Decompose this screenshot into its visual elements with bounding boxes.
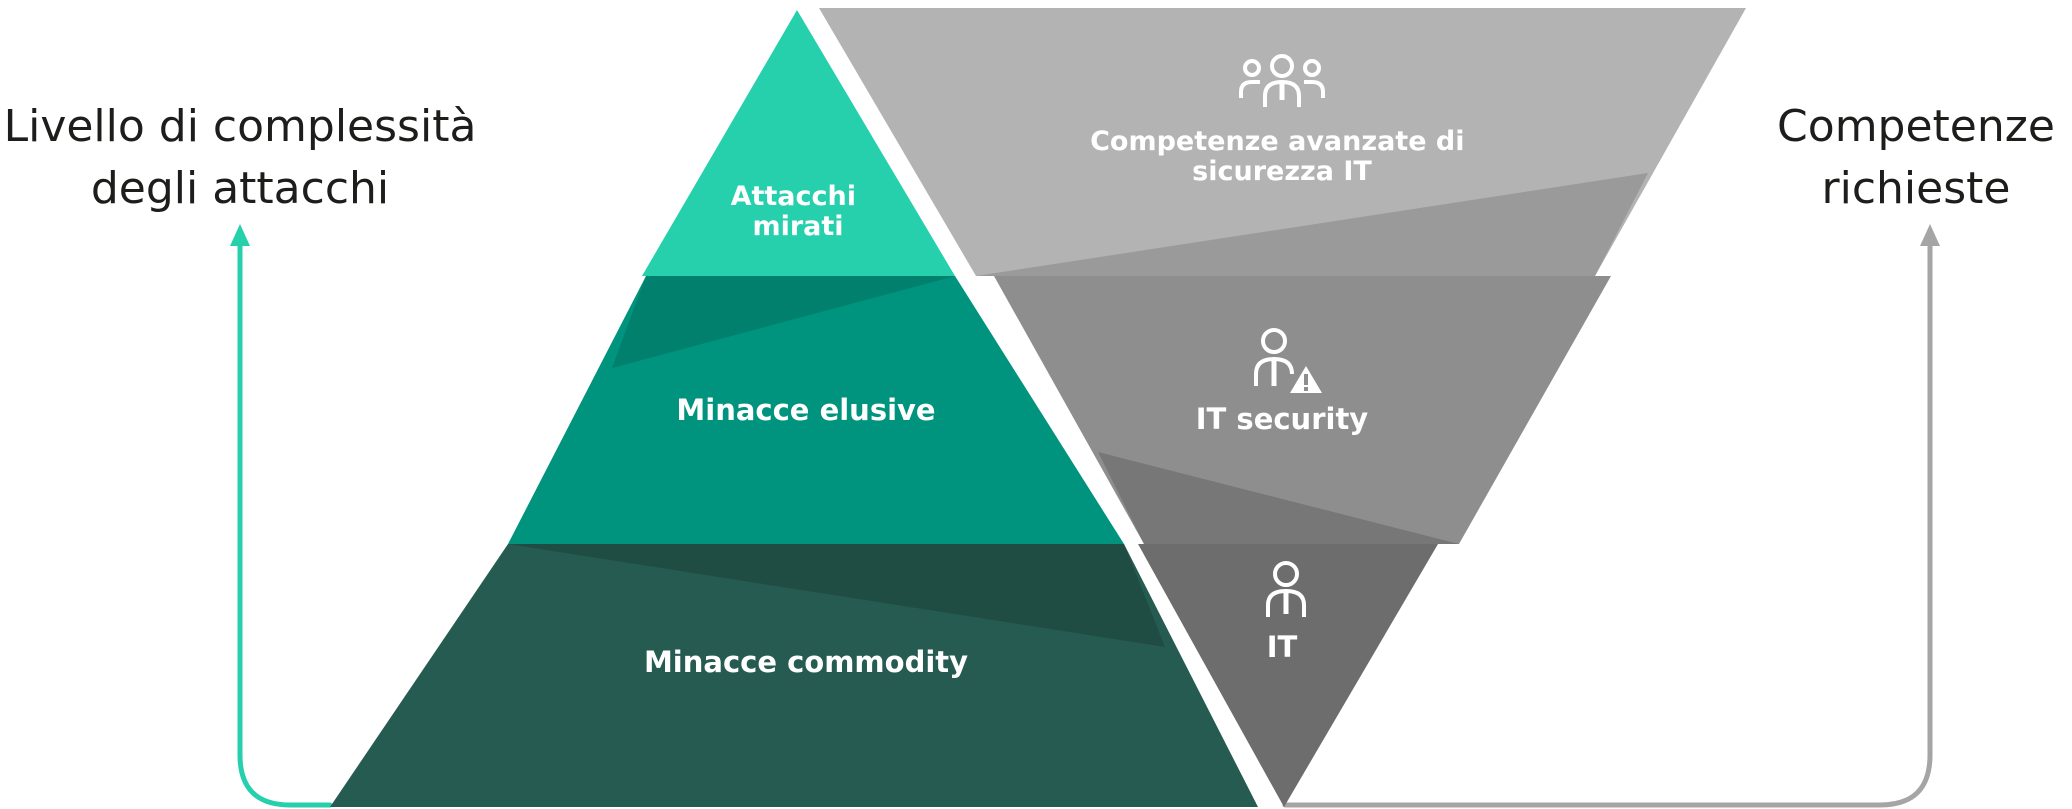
left-axis-arrow — [230, 224, 333, 808]
right-axis-title-line2: richieste — [1821, 163, 2011, 214]
right-axis-title: Competenze richieste — [1760, 96, 2072, 220]
funnel-level-it — [1138, 544, 1438, 807]
pyramid-label-targeted: Attacchi mirati — [731, 181, 866, 242]
user-icon — [1266, 561, 1306, 617]
left-axis-title-line2: degli attacchi — [90, 163, 390, 214]
right-axis-title-line1: Competenze — [1777, 101, 2055, 152]
left-axis-title: Livello di complessità degli attacchi — [0, 96, 480, 220]
funnel-label-advanced: Competenze avanzate di sicurezza IT — [1090, 126, 1474, 187]
left-axis-title-line1: Livello di complessità — [3, 101, 477, 152]
funnel-level-itsecurity-shade — [1098, 452, 1459, 544]
pyramid: Attacchi mirati Minacce elusive Minacce … — [330, 10, 1258, 807]
funnel-label-it: IT — [1267, 630, 1298, 664]
funnel-label-itsecurity: IT security — [1196, 402, 1369, 436]
pyramid-label-commodity: Minacce commodity — [644, 645, 968, 679]
user-warning-icon — [1254, 328, 1322, 393]
pyramid-level-targeted — [642, 10, 955, 276]
pyramid-level-elusive-shade — [612, 276, 955, 368]
funnel-level-advanced-shade — [976, 173, 1648, 276]
funnel: Competenze avanzate di sicurezza IT IT s… — [819, 8, 1746, 807]
pyramid-level-commodity-shade — [508, 544, 1165, 647]
pyramid-label-elusive: Minacce elusive — [676, 393, 935, 427]
left-arrowhead-icon — [230, 224, 250, 246]
right-axis-arrow — [1282, 224, 1940, 808]
team-icon — [1239, 54, 1325, 107]
right-arrowhead-icon — [1920, 224, 1940, 246]
